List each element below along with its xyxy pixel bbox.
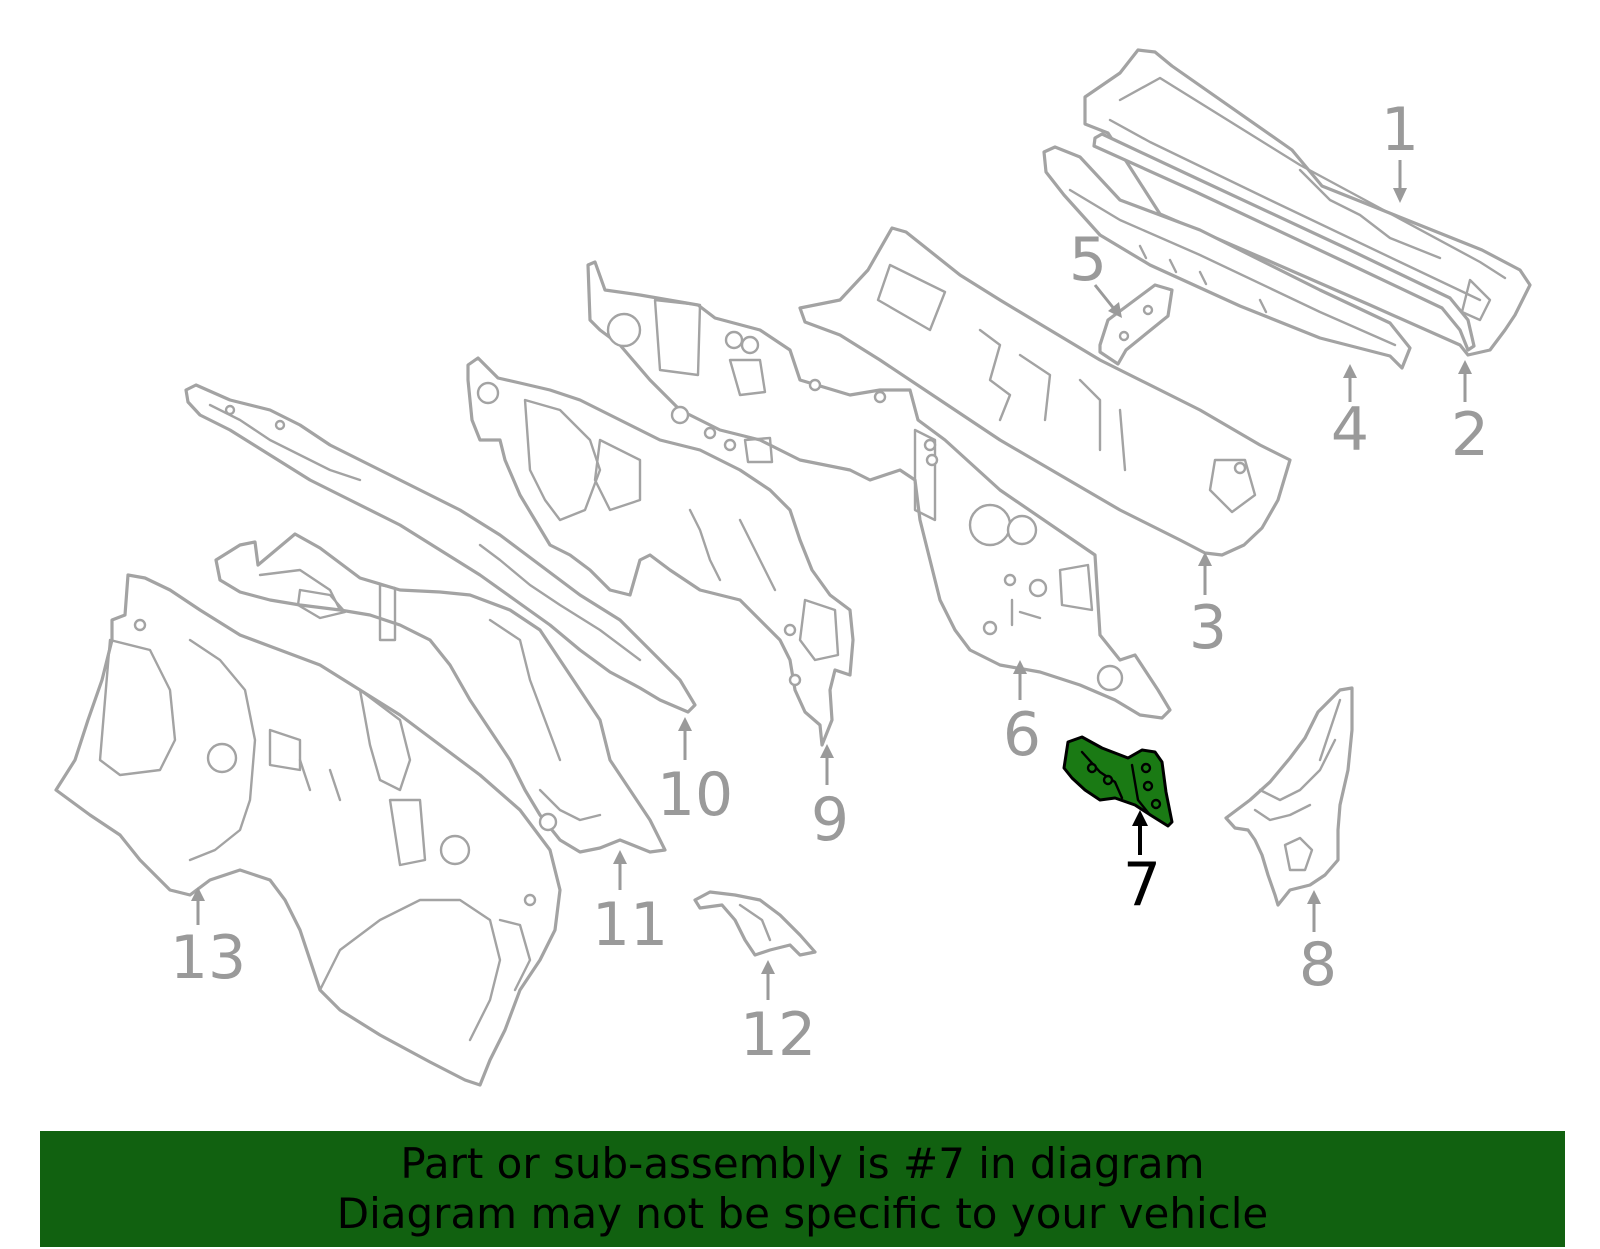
part-7-bracket-highlighted[interactable] bbox=[1062, 735, 1174, 828]
callout-10[interactable]: 10 bbox=[657, 760, 733, 830]
callout-numbers: 1 2 3 4 5 6 7 8 9 10 11 12 13 bbox=[170, 95, 1489, 1070]
leader-7 bbox=[1132, 810, 1148, 855]
part-10-reinforcement[interactable] bbox=[184, 383, 697, 714]
leader-12 bbox=[761, 960, 775, 1000]
part-12-bracket[interactable] bbox=[693, 890, 817, 957]
leader-11 bbox=[613, 850, 627, 890]
leader-2 bbox=[1458, 360, 1472, 402]
callout-11[interactable]: 11 bbox=[592, 890, 668, 960]
callout-9[interactable]: 9 bbox=[811, 785, 849, 855]
leader-10 bbox=[678, 717, 692, 760]
leader-6 bbox=[1013, 660, 1027, 700]
part-9-insulator[interactable] bbox=[466, 356, 855, 747]
info-banner: Part or sub-assembly is #7 in diagram Di… bbox=[40, 1131, 1565, 1247]
part-5-bracket[interactable] bbox=[1098, 283, 1174, 366]
leader-4 bbox=[1343, 364, 1357, 402]
callout-5[interactable]: 5 bbox=[1069, 225, 1107, 295]
leader-5 bbox=[1093, 284, 1122, 318]
callout-8[interactable]: 8 bbox=[1299, 930, 1337, 1000]
callout-4[interactable]: 4 bbox=[1331, 395, 1369, 465]
part-13-dash-silencer[interactable] bbox=[54, 573, 562, 1087]
part-3-cowl-brace[interactable] bbox=[798, 226, 1292, 557]
callout-2[interactable]: 2 bbox=[1451, 400, 1489, 470]
callout-12[interactable]: 12 bbox=[740, 1000, 816, 1070]
callout-1[interactable]: 1 bbox=[1381, 95, 1419, 165]
part-6-dash-panel[interactable] bbox=[586, 260, 1172, 720]
part-4-cowl-lower[interactable] bbox=[1042, 145, 1412, 370]
banner-line-part: Part or sub-assembly is #7 in diagram bbox=[400, 1139, 1205, 1188]
callout-leaders bbox=[191, 160, 1472, 1000]
banner-line-disclaimer: Diagram may not be specific to your vehi… bbox=[336, 1189, 1269, 1238]
leader-9 bbox=[820, 744, 834, 785]
leader-8 bbox=[1307, 890, 1321, 932]
callout-7[interactable]: 7 bbox=[1123, 850, 1161, 920]
callout-13[interactable]: 13 bbox=[170, 923, 246, 993]
part-8-side-panel[interactable] bbox=[1224, 686, 1354, 907]
callout-6[interactable]: 6 bbox=[1003, 700, 1041, 770]
part-1-cowl-panel[interactable] bbox=[1083, 48, 1532, 357]
part-11-lower-insulator[interactable] bbox=[214, 532, 667, 854]
leader-3 bbox=[1198, 552, 1212, 595]
leader-1 bbox=[1393, 160, 1407, 203]
callout-3[interactable]: 3 bbox=[1189, 593, 1227, 663]
part-2-seal[interactable] bbox=[1092, 132, 1476, 352]
leader-13 bbox=[191, 887, 205, 925]
